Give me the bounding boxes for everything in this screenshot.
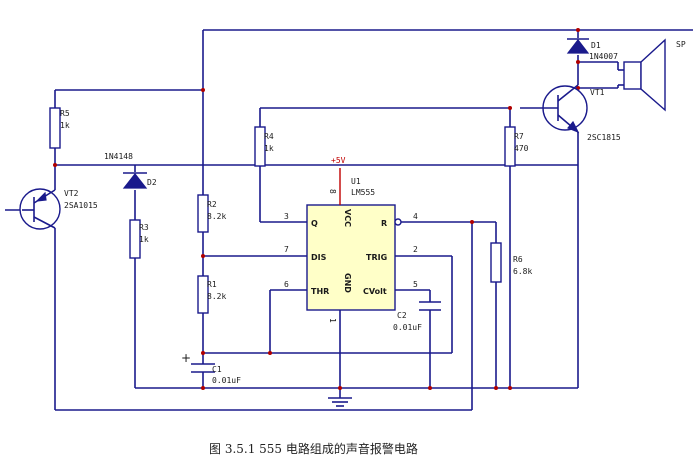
resistor-r6: R6 6.8k <box>490 242 532 283</box>
capacitor-c2: C2 0.01uF <box>393 301 441 332</box>
transistor-vt2: VT2 2SA1015 <box>19 188 98 230</box>
pin-number-r: 4 <box>413 212 418 221</box>
pin-number-gnd: 1 <box>328 318 337 323</box>
r1-ref: R1 <box>207 280 217 289</box>
pin-label-thr: THR <box>311 287 329 296</box>
ic-u1: +5V U1 LM555 Q DIS THR R TRIG CVolt VCC … <box>284 156 418 323</box>
r2-ref: R2 <box>207 200 217 209</box>
ground-symbol <box>328 397 352 407</box>
capacitor-c1: + C1 0.01uF <box>181 351 241 385</box>
pin-label-q: Q <box>311 219 318 228</box>
pin-number-trig: 2 <box>413 245 418 254</box>
r6-ref: R6 <box>513 255 523 264</box>
d2-ref: D2 <box>147 178 157 187</box>
r4-ref: R4 <box>264 132 274 141</box>
c2-value: 0.01uF <box>393 323 422 332</box>
vt1-part: 2SC1815 <box>587 133 621 142</box>
d1-ref: D1 <box>591 41 601 50</box>
pin-label-trig: TRIG <box>366 253 387 262</box>
resistor-r7: R7 470 <box>504 126 529 167</box>
resistor-r3: R3 1k <box>129 219 149 259</box>
c1-polarity: + <box>181 351 191 365</box>
c1-value: 0.01uF <box>212 376 241 385</box>
pin-number-cvolt: 5 <box>413 280 418 289</box>
figure-caption: 图 3.5.1 555 电路组成的声音报警电路 <box>209 441 418 456</box>
r1-value: 8.2k <box>207 292 226 301</box>
r3-ref: R3 <box>139 223 149 232</box>
pin-label-vcc: VCC <box>343 209 352 227</box>
pin-label-dis: DIS <box>311 253 327 262</box>
transistor-vt1: VT1 2SC1815 <box>540 84 621 142</box>
r7-ref: R7 <box>514 132 524 141</box>
ic-part: LM555 <box>351 188 375 197</box>
ic-ref: U1 <box>351 177 361 186</box>
r2-value: 8.2k <box>207 212 226 221</box>
resistor-r4: R4 1k <box>254 126 274 167</box>
pin-number-vcc: 8 <box>328 189 337 194</box>
pin-label-cvolt: CVolt <box>363 287 387 296</box>
junction-dots <box>53 28 580 390</box>
resistor-r1: R1 8.2k <box>197 275 226 314</box>
vt1-ref: VT1 <box>590 88 605 97</box>
c1-ref: C1 <box>212 365 222 374</box>
c2-ref: C2 <box>397 311 407 320</box>
pin-number-q: 3 <box>284 212 289 221</box>
vt2-ref: VT2 <box>64 189 79 198</box>
d2-part: 1N4148 <box>104 152 133 161</box>
r6-value: 6.8k <box>513 267 532 276</box>
r3-value: 1k <box>139 235 149 244</box>
pin-label-gnd: GND <box>343 273 352 293</box>
pin-number-thr: 6 <box>284 280 289 289</box>
speaker-sp: SP <box>618 38 686 112</box>
d1-part: 1N4007 <box>589 52 618 61</box>
r7-value: 470 <box>514 144 529 153</box>
vt2-part: 2SA1015 <box>64 201 98 210</box>
diode-d2: 1N4148 D2 <box>104 152 157 189</box>
ic-supply: +5V <box>331 156 346 165</box>
wires <box>5 29 693 411</box>
r5-ref: R5 <box>60 109 70 118</box>
pin-label-r: R <box>381 219 387 228</box>
r5-value: 1k <box>60 121 70 130</box>
r4-value: 1k <box>264 144 274 153</box>
resistor-r2: R2 8.2k <box>197 194 226 233</box>
resistor-r5: R5 1k <box>49 107 70 149</box>
sp-ref: SP <box>676 40 686 49</box>
diode-d1: D1 1N4007 <box>566 38 618 61</box>
pin-number-dis: 7 <box>284 245 289 254</box>
